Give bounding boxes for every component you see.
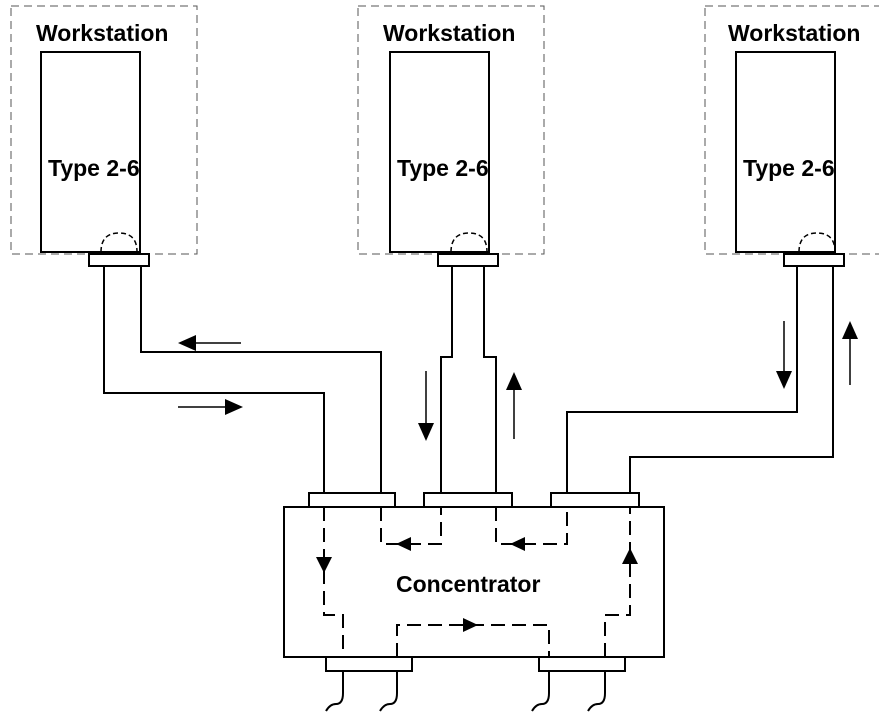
- internal-arrow-left-1: [396, 537, 411, 551]
- arrow-right-head: [225, 399, 243, 415]
- cable-1-inner-wire: [140, 266, 382, 493]
- concentrator-port-2: [423, 492, 513, 508]
- internal-path-port2-port3: [495, 507, 568, 545]
- workstation-2-adapter: [389, 51, 490, 253]
- internal-path-bottom-loop: [396, 624, 550, 657]
- cable-2-right-wire: [483, 266, 497, 493]
- signal-arrows: [178, 321, 858, 441]
- concentrator-ring-out-port: [325, 656, 413, 672]
- internal-path-left-down: [323, 507, 344, 657]
- internal-arrow-up: [622, 548, 638, 564]
- cable-2: [440, 266, 497, 493]
- workstation-2-plug: [437, 253, 499, 267]
- workstation-2-title: Workstation: [383, 20, 515, 46]
- ring-cable-1: [325, 671, 344, 712]
- arrow-down-ws2-head: [418, 423, 434, 441]
- workstation-1-plug: [88, 253, 150, 267]
- workstation-1: Workstation Type 2-6: [10, 5, 198, 267]
- cable-2-left-wire: [440, 266, 453, 493]
- ring-cable-4: [587, 671, 606, 712]
- concentrator-ring-in-port: [538, 656, 626, 672]
- cable-3-inner-wire: [566, 266, 798, 493]
- concentrator-port-1: [308, 492, 396, 508]
- workstation-1-adapter: [40, 51, 141, 253]
- workstation-3-adapter: [735, 51, 836, 253]
- ring-cable-2: [379, 671, 398, 712]
- concentrator: Concentrator: [283, 492, 665, 672]
- internal-arrow-left-2: [510, 537, 525, 551]
- arrow-down-ws3-head: [776, 371, 792, 389]
- workstation-2-connector-dome: [450, 232, 488, 253]
- internal-path-right-up: [604, 507, 631, 657]
- ring-cable-3: [531, 671, 550, 712]
- ring-cables: [325, 671, 606, 712]
- workstation-1-type-label: Type 2-6: [48, 155, 140, 181]
- arrow-left-head: [178, 335, 196, 351]
- workstation-3-title: Workstation: [728, 20, 860, 46]
- workstation-3-plug: [783, 253, 845, 267]
- workstation-1-title: Workstation: [36, 20, 168, 46]
- concentrator-port-3: [550, 492, 640, 508]
- workstation-3-connector-dome: [798, 232, 836, 253]
- cable-3-outer-wire: [629, 266, 834, 493]
- cable-1-outer-wire: [103, 266, 325, 493]
- cable-3: [566, 266, 834, 493]
- workstation-1-connector-dome: [100, 232, 138, 253]
- concentrator-label: Concentrator: [396, 571, 540, 597]
- workstation-3: Workstation Type 2-6: [704, 5, 879, 267]
- cable-1: [103, 266, 382, 493]
- arrow-up-ws3-head: [842, 321, 858, 339]
- workstation-3-type-label: Type 2-6: [743, 155, 835, 181]
- internal-arrow-down: [316, 557, 332, 573]
- workstation-2-type-label: Type 2-6: [397, 155, 489, 181]
- workstation-2: Workstation Type 2-6: [357, 5, 545, 267]
- internal-arrow-right: [463, 618, 478, 632]
- arrow-up-ws2-head: [506, 372, 522, 390]
